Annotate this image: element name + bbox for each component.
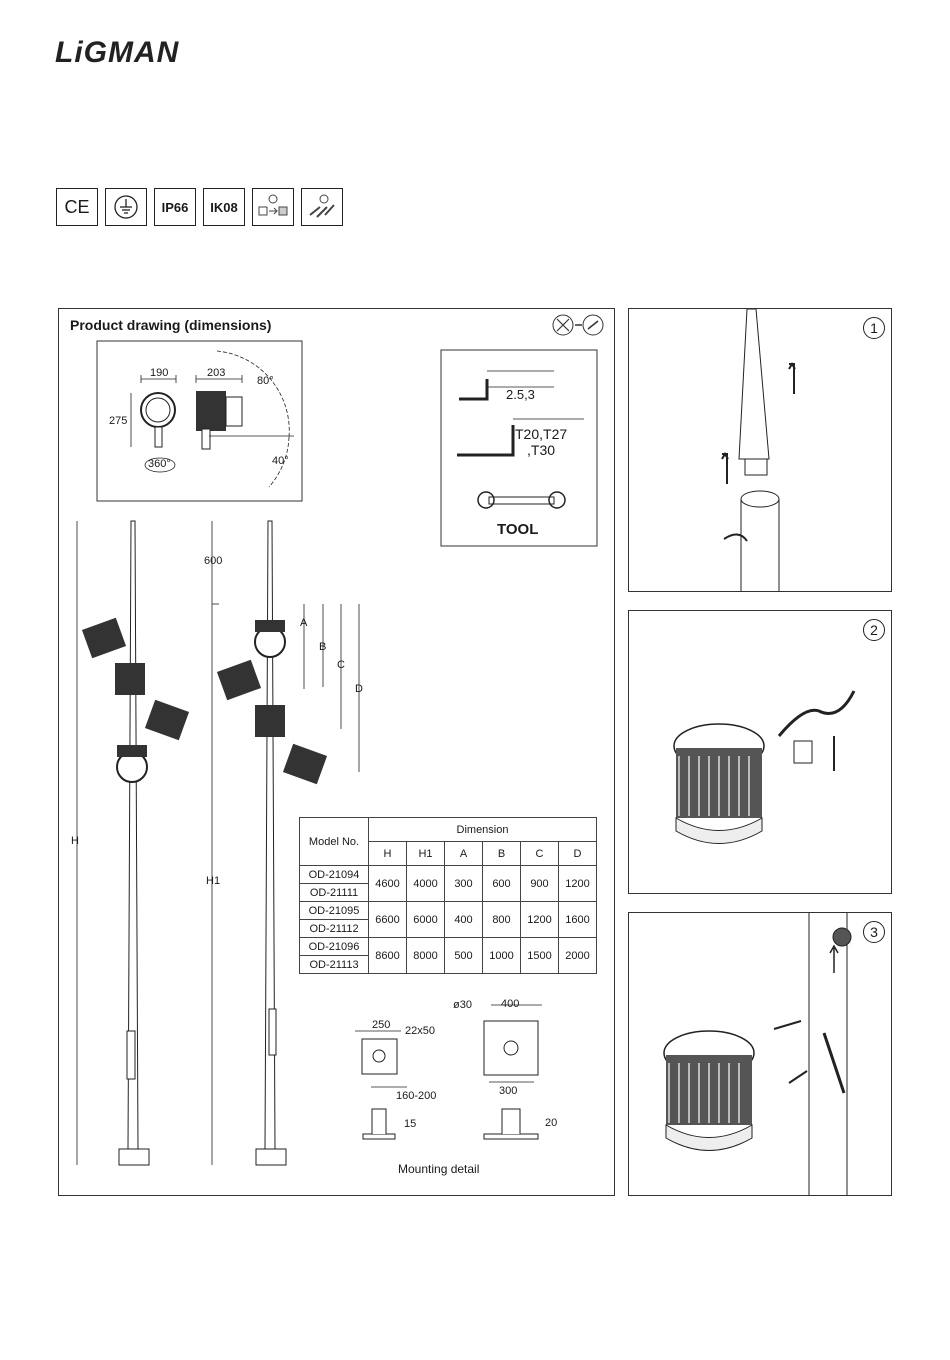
large-plate-spacing: 300: [499, 1085, 518, 1097]
drawing-canvas: [76, 314, 604, 1166]
step-3-illustration: [663, 913, 852, 1195]
tool-free-icon: [301, 188, 343, 226]
head-front-view: [130, 375, 177, 473]
tool-label: TOOL: [497, 521, 539, 538]
step-2-illustration: [673, 690, 856, 844]
col-header: H1: [406, 841, 445, 866]
small-plate-size: 250: [372, 1019, 391, 1031]
dim-label-H: H: [71, 835, 79, 847]
pole-left: [76, 520, 190, 1166]
panel-title: Product drawing (dimensions): [70, 317, 272, 333]
step-1-panel: 1: [628, 308, 892, 592]
tilt-down-40: 40°: [272, 455, 289, 467]
dim-label-C: C: [337, 659, 345, 671]
dim-label-A: A: [300, 617, 308, 629]
col-header: B: [482, 841, 521, 866]
driver-swap-icon: [252, 188, 294, 226]
rotation-360: 360°: [148, 458, 171, 470]
model-cell: OD-21112: [299, 919, 369, 938]
model-header: Model No.: [299, 817, 369, 866]
tool-torx-size-1: T20,T27: [515, 426, 568, 442]
table-row: OD-21095 6600 6000 400 800 1200 1600: [299, 901, 597, 938]
tool-torx-size-2: ,T30: [527, 442, 556, 458]
dimension-header: Dimension: [368, 817, 597, 842]
large-plate-height: 20: [545, 1117, 558, 1129]
step-number: 2: [863, 619, 885, 641]
tool-hex-size: 2.5,3: [506, 387, 535, 402]
large-plate-hole: ø30: [453, 999, 472, 1011]
small-plate-height: 15: [404, 1118, 417, 1130]
mounting-caption: Mounting detail: [398, 1162, 480, 1176]
hex-key-icon: [459, 370, 554, 401]
dimension-table: Model No. Dimension H H1 A B C D OD-2109…: [299, 817, 597, 974]
head-width-190: 190: [150, 367, 169, 379]
model-cell: OD-21095: [299, 901, 369, 920]
head-width-203: 203: [207, 367, 226, 379]
product-drawing-panel: Product drawing (dimensions): [58, 308, 615, 1196]
certification-row: CE IP66 IK08: [56, 188, 343, 226]
step-2-panel: 2: [628, 610, 892, 894]
torx-key-icon: [457, 418, 584, 457]
col-header: A: [444, 841, 483, 866]
large-mounting-plate: [483, 1004, 542, 1140]
model-cell: OD-21096: [299, 937, 369, 956]
ce-label: CE: [64, 196, 90, 217]
ip-rating-badge: IP66: [154, 188, 196, 226]
ce-mark-icon: CE: [56, 188, 98, 226]
small-plate-slot: 22x50: [405, 1025, 435, 1037]
brand-logo: LiGMAN: [55, 36, 180, 69]
model-cell: OD-21113: [299, 955, 369, 974]
tilt-up-80: 80°: [257, 375, 274, 387]
table-row: OD-21112: [299, 919, 597, 938]
model-cell: OD-21094: [299, 865, 369, 884]
step-1-illustration: [721, 309, 796, 591]
small-plate-spacing: 160-200: [396, 1090, 437, 1102]
dim-label-D: D: [355, 683, 363, 695]
dim-label-B: B: [319, 641, 327, 653]
step-number: 3: [863, 921, 885, 943]
large-plate-size: 400: [501, 998, 520, 1010]
step-number: 1: [863, 317, 885, 339]
head-height-275: 275: [109, 415, 128, 427]
col-header: C: [520, 841, 559, 866]
small-mounting-plate: [355, 1030, 407, 1140]
head-dimension-box: [96, 340, 303, 502]
dim-label-H1: H1: [206, 875, 221, 887]
model-cell: OD-21111: [299, 883, 369, 902]
table-row: OD-21096 8600 8000 500 1000 1500 2000: [299, 937, 597, 974]
step-3-panel: 3: [628, 912, 892, 1196]
col-header: D: [558, 841, 597, 866]
pole-right: [211, 520, 360, 1166]
earth-ground-icon: [105, 188, 147, 226]
dim-label-600: 600: [204, 555, 223, 567]
table-row: OD-21113: [299, 955, 597, 974]
head-side-view: [195, 350, 294, 488]
wrench-icon: [477, 491, 566, 509]
col-header: H: [368, 841, 407, 866]
table-row: OD-21094 4600 4000 300 600 900 1200: [299, 865, 597, 902]
tool-box: [440, 349, 598, 547]
ik-rating-badge: IK08: [203, 188, 245, 226]
maintenance-icon: [552, 314, 604, 336]
